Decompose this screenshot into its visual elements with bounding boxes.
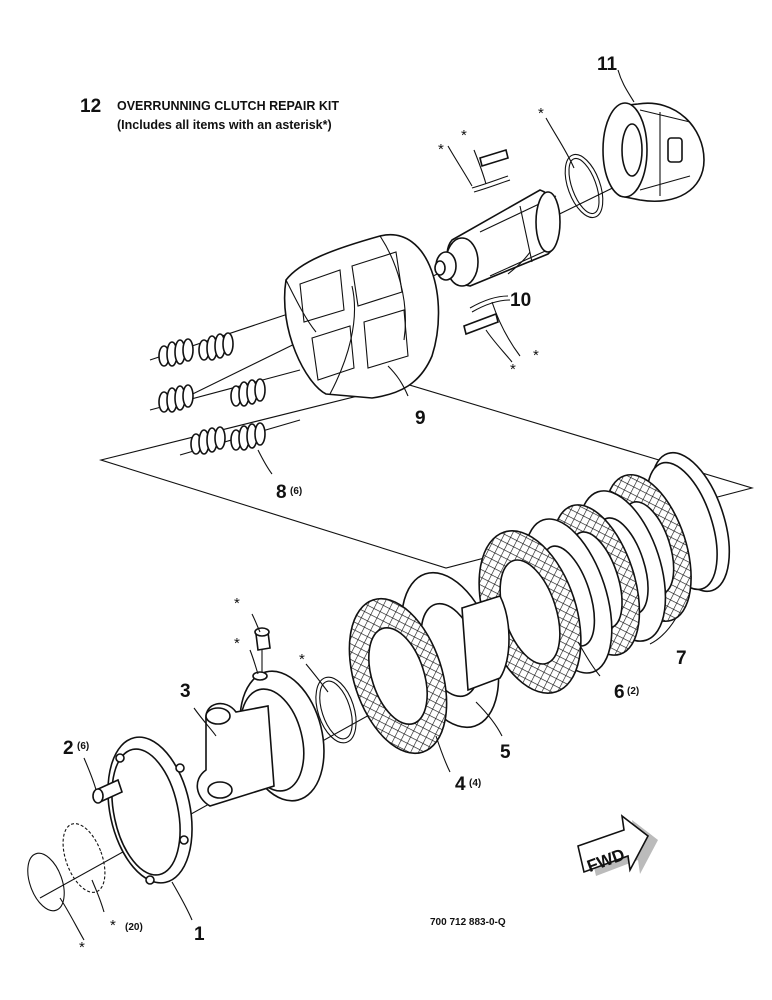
callout-7: 7	[676, 648, 687, 669]
kit-number: 12	[80, 96, 101, 117]
asterisk: *	[510, 361, 516, 378]
spring	[158, 384, 194, 413]
part-8-springs	[158, 332, 266, 455]
lower-keys	[463, 295, 511, 336]
leader-lines	[59, 69, 677, 941]
asterisk: *	[461, 127, 467, 144]
callout-9: 9	[415, 408, 426, 429]
snap-ring-upper	[564, 153, 604, 219]
callout-labels: 11 10 9 8 (6) 7 6 (2) 5 4 (4) 3 2 (6) 1 …	[63, 54, 687, 945]
kit-title-line1: OVERRUNNING CLUTCH REPAIR KIT	[117, 99, 339, 113]
subassembly-outline	[98, 383, 755, 569]
asterisk: *	[234, 595, 240, 612]
asterisk: *	[79, 939, 85, 956]
asterisk: *	[234, 635, 240, 652]
spring	[230, 378, 266, 407]
spring	[158, 338, 194, 367]
callout-6: 6	[614, 682, 625, 703]
spring	[190, 426, 226, 455]
upper-keys	[471, 148, 511, 193]
callout-3: 3	[180, 681, 191, 702]
asterisk: *	[299, 651, 305, 668]
part-3-yoke	[196, 670, 325, 807]
snap-ring-lower	[315, 676, 357, 744]
grease-fitting	[252, 627, 271, 681]
callout-4-qty: (4)	[469, 778, 481, 789]
callout-11: 11	[597, 54, 618, 75]
part-1-flange	[107, 736, 193, 885]
callout-4: 4	[455, 774, 466, 795]
washer-qty: (20)	[125, 922, 143, 933]
asterisk: *	[110, 917, 116, 934]
part-4-friction-facing	[348, 597, 448, 755]
spring	[198, 332, 234, 361]
part-10-inner-race	[434, 189, 561, 287]
callout-2: 2	[63, 738, 74, 759]
callout-2-qty: (6)	[77, 741, 89, 752]
retaining-ring	[27, 852, 65, 912]
asterisk: *	[438, 141, 444, 158]
needle-bearing-washer	[62, 823, 106, 893]
part-11-hub	[602, 102, 705, 202]
callout-8-qty: (6)	[290, 486, 302, 497]
callout-10: 10	[510, 290, 531, 311]
kit-asterisks: * * * * * * * * * *	[79, 105, 544, 956]
callout-8: 8	[276, 482, 287, 503]
asterisk: *	[538, 105, 544, 122]
spring	[230, 422, 266, 451]
asterisk: *	[533, 347, 539, 364]
callout-6-qty: (2)	[627, 686, 639, 697]
drawing-number: 700 712 883-0-Q	[430, 917, 506, 928]
part-9-cage	[283, 233, 440, 399]
kit-title-line2: (Includes all items with an asterisk*)	[117, 118, 332, 132]
kit-title: 12 OVERRUNNING CLUTCH REPAIR KIT (Includ…	[80, 96, 339, 132]
callout-5: 5	[500, 742, 511, 763]
callout-1: 1	[194, 924, 205, 945]
part-2-bolt	[92, 778, 123, 804]
forward-arrow-icon: FWD	[577, 814, 658, 876]
